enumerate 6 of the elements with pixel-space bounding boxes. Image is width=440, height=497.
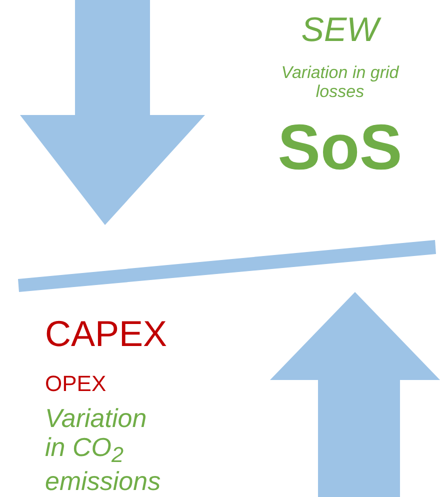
subtitle-text: Variation in grid losses xyxy=(280,64,400,102)
heading-text: CAPEX xyxy=(45,314,168,354)
heading-text: SoS xyxy=(276,112,404,182)
heading-text: SEW xyxy=(250,12,430,50)
label-text: Variation in CO$_{2}$ emissions xyxy=(45,404,162,496)
label-text: OPEX xyxy=(45,372,108,396)
